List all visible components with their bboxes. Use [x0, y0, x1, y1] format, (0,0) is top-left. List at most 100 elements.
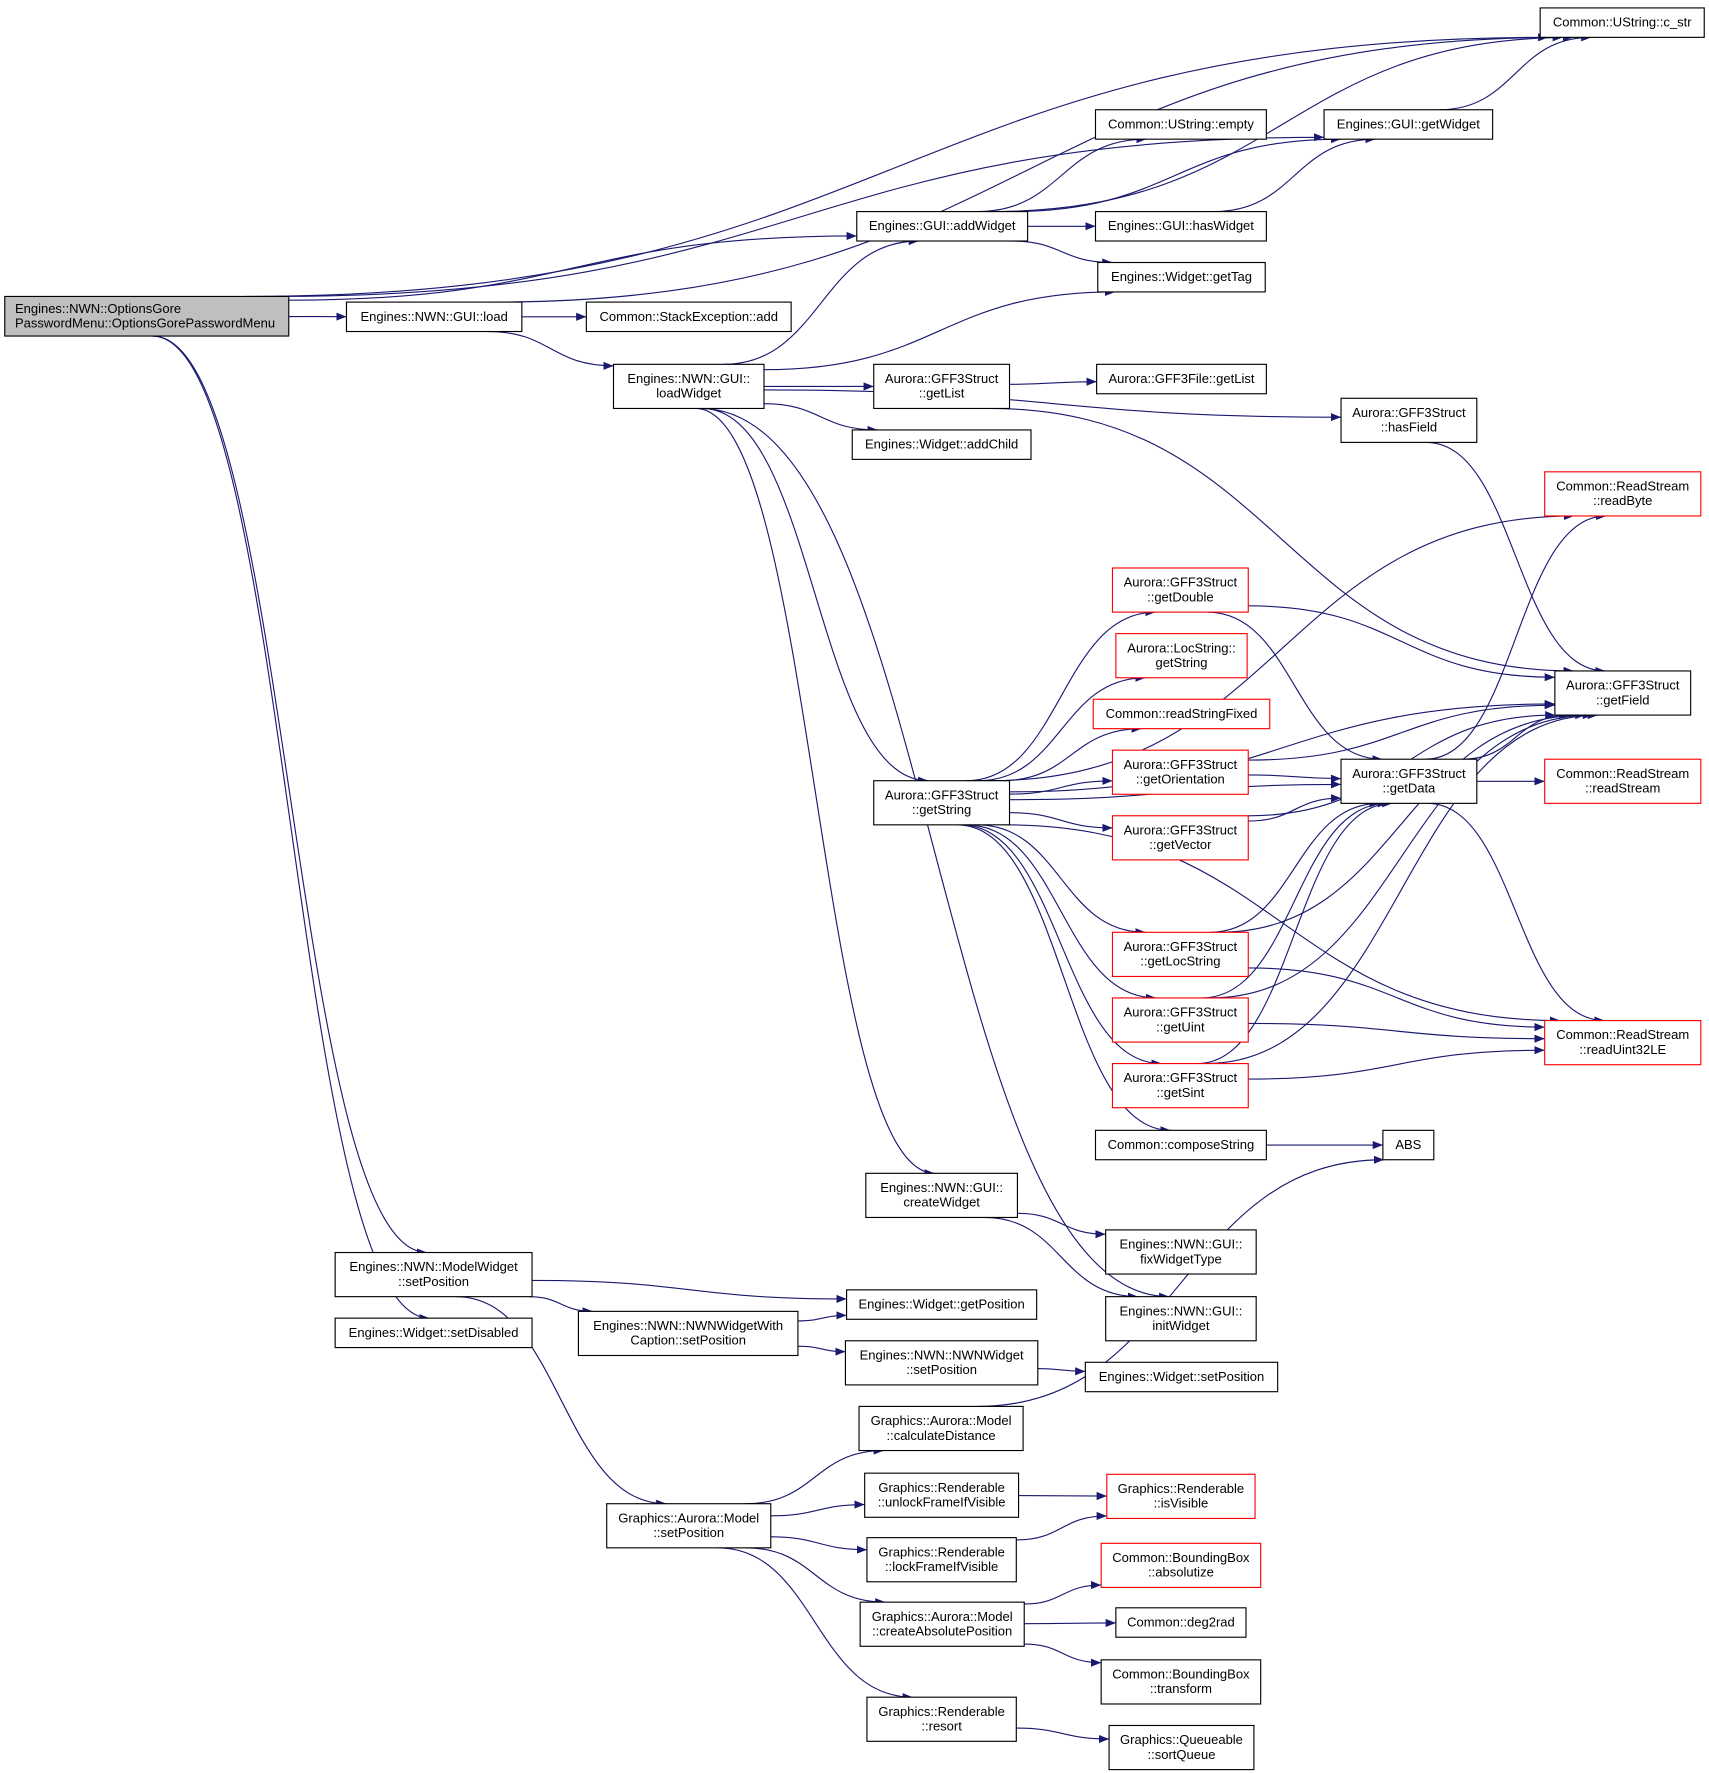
node-composeString[interactable]: Common::composeString — [1094, 1129, 1267, 1161]
node-label: Graphics::Renderable — [1118, 1481, 1244, 1496]
node-label: Engines::GUI::getWidget — [1337, 116, 1480, 131]
node-wcSetPosition[interactable]: Engines::NWN::NWNWidgetWithCaption::setP… — [577, 1310, 799, 1357]
node-modelSetPosition[interactable]: Graphics::Aurora::Model::setPosition — [606, 1503, 772, 1549]
node-addWidget[interactable]: Engines::GUI::addWidget — [856, 211, 1029, 242]
node-label: Engines::GUI::addWidget — [869, 218, 1016, 233]
edge-getString-to-composeString — [957, 824, 1171, 1135]
node-root[interactable]: Engines::NWN::OptionsGorePasswordMenu::O… — [4, 295, 290, 337]
edge-getLocString-to-getField — [1217, 711, 1586, 933]
node-resort[interactable]: Graphics::Renderable::resort — [866, 1696, 1017, 1742]
node-isVisible[interactable]: Graphics::Renderable::isVisible — [1106, 1473, 1256, 1519]
node-getData[interactable]: Aurora::GFF3Struct::getData — [1340, 758, 1478, 804]
node-createAbsPos[interactable]: Graphics::Aurora::Model::createAbsoluteP… — [859, 1601, 1025, 1647]
node-getVector[interactable]: Aurora::GFF3Struct::getVector — [1111, 815, 1249, 861]
node-unlockFrame[interactable]: Graphics::Renderable::unlockFrameIfVisib… — [864, 1472, 1020, 1518]
node-getWidget[interactable]: Engines::GUI::getWidget — [1323, 109, 1494, 140]
node-box — [1105, 1229, 1257, 1275]
node-readStream[interactable]: Common::ReadStream::readStream — [1544, 758, 1702, 804]
node-locGetString[interactable]: Aurora::LocString::getString — [1115, 633, 1248, 679]
node-box — [577, 1310, 799, 1357]
edge-root-to-mwSetPosition — [152, 335, 427, 1257]
edge-mwSetPosition-to-wcSetPosition — [529, 1296, 593, 1316]
node-getTag[interactable]: Engines::Widget::getTag — [1097, 261, 1266, 293]
edges-layer — [152, 33, 1607, 1744]
edge-createWidget-to-fixWidgetType — [1017, 1212, 1106, 1239]
node-label: Common::deg2rad — [1127, 1614, 1235, 1629]
node-initWidget[interactable]: Engines::NWN::GUI::initWidget — [1105, 1296, 1257, 1342]
node-box — [612, 363, 765, 410]
node-label: ::createAbsolutePosition — [872, 1624, 1012, 1639]
node-label: Graphics::Renderable — [878, 1704, 1004, 1719]
node-getField[interactable]: Aurora::GFF3Struct::getField — [1554, 670, 1692, 716]
node-label: ::isVisible — [1154, 1496, 1209, 1511]
node-label: getString — [1155, 655, 1207, 670]
node-label: Graphics::Aurora::Model — [871, 1413, 1012, 1428]
node-label: ::getVector — [1149, 837, 1212, 852]
node-box — [334, 1317, 533, 1349]
edge-createAbsPos-to-transform — [1024, 1643, 1102, 1667]
edge-resort-to-sortQueue — [1016, 1727, 1110, 1744]
edge-loadWidget-to-addChild — [763, 403, 878, 435]
node-getString[interactable]: Aurora::GFF3Struct::getString — [873, 780, 1011, 826]
node-seAdd[interactable]: Common::StackException::add — [585, 301, 792, 333]
node-getLocString[interactable]: Aurora::GFF3Struct::getLocString — [1111, 931, 1249, 978]
node-fixWidgetType[interactable]: Engines::NWN::GUI::fixWidgetType — [1105, 1229, 1257, 1275]
node-readByte[interactable]: Common::ReadStream::readByte — [1544, 471, 1702, 517]
node-ABS[interactable]: ABS — [1382, 1129, 1435, 1161]
node-absolutize[interactable]: Common::BoundingBox::absolutize — [1100, 1542, 1262, 1589]
node-label: Engines::NWN::NWNWidget — [860, 1347, 1024, 1362]
node-label: ::getField — [1596, 692, 1649, 707]
node-getOrientation[interactable]: Aurora::GFF3Struct::getOrientation — [1111, 749, 1249, 795]
node-mwSetPosition[interactable]: Engines::NWN::ModelWidget::setPosition — [334, 1251, 533, 1298]
node-hasField[interactable]: Aurora::GFF3Struct::hasField — [1340, 397, 1478, 443]
node-fileGetList[interactable]: Aurora::GFF3File::getList — [1096, 363, 1267, 395]
node-label: Engines::Widget::setDisabled — [349, 1325, 519, 1340]
node-addChild[interactable]: Engines::Widget::addChild — [851, 429, 1032, 460]
node-transform[interactable]: Common::BoundingBox::transform — [1100, 1659, 1262, 1705]
edge-addWidget-to-empty — [976, 135, 1147, 213]
node-getUint[interactable]: Aurora::GFF3Struct::getUint — [1111, 997, 1249, 1043]
node-c_str[interactable]: Common::UString::c_str — [1539, 7, 1705, 38]
node-load[interactable]: Engines::NWN::GUI::load — [345, 301, 523, 333]
edge-modelSetPosition-to-resort — [717, 1547, 913, 1702]
node-label: ::readByte — [1593, 493, 1652, 508]
node-getSint[interactable]: Aurora::GFF3Struct::getSint — [1111, 1063, 1249, 1109]
node-box — [1340, 758, 1478, 804]
node-label: ::getData — [1383, 781, 1437, 796]
node-readUint32LE[interactable]: Common::ReadStream::readUint32LE — [1544, 1020, 1702, 1066]
node-nwSetPosition[interactable]: Engines::NWN::NWNWidget::setPosition — [844, 1340, 1039, 1386]
node-setDisabled[interactable]: Engines::Widget::setDisabled — [334, 1317, 533, 1349]
edge-getData-to-readByte — [1425, 511, 1607, 760]
node-lockFrame[interactable]: Graphics::Renderable::lockFrameIfVisible — [866, 1537, 1017, 1583]
node-hasWidget[interactable]: Engines::GUI::hasWidget — [1094, 211, 1267, 242]
node-empty[interactable]: Common::UString::empty — [1094, 109, 1267, 140]
node-getPosition[interactable]: Engines::Widget::getPosition — [846, 1289, 1038, 1320]
edge-getString-to-getField — [1009, 699, 1555, 793]
edge-modelSetPosition-to-createAbsPos — [745, 1547, 886, 1607]
edge-createAbsPos-to-absolutize — [1024, 1580, 1102, 1605]
node-calcDistance[interactable]: Graphics::Aurora::Model::calculateDistan… — [858, 1405, 1024, 1452]
edge-getString-to-getSint — [960, 824, 1162, 1068]
node-box — [1097, 261, 1266, 293]
node-label: ::getDouble — [1147, 589, 1214, 604]
node-label: Caption::setPosition — [630, 1333, 746, 1348]
node-label: ::lockFrameIfVisible — [885, 1559, 998, 1574]
node-label: ::setPosition — [398, 1274, 469, 1289]
node-wSetPosition[interactable]: Engines::Widget::setPosition — [1084, 1361, 1279, 1393]
node-label: Common::composeString — [1108, 1137, 1255, 1152]
edge-getString-to-getOrientation — [1009, 776, 1113, 795]
node-getDouble[interactable]: Aurora::GFF3Struct::getDouble — [1111, 567, 1249, 613]
node-readStringFixed[interactable]: Common::readStringFixed — [1092, 698, 1271, 730]
edge-createAbsPos-to-deg2rad — [1024, 1618, 1116, 1628]
node-getList[interactable]: Aurora::GFF3Struct::getList — [873, 363, 1011, 410]
edge-calcDistance-to-ABS — [977, 1155, 1385, 1407]
edge-getSint-to-getData — [1196, 799, 1393, 1065]
node-loadWidget[interactable]: Engines::NWN::GUI::loadWidget — [612, 363, 765, 410]
node-sortQueue[interactable]: Graphics::Queueable::sortQueue — [1108, 1724, 1255, 1771]
edge-wcSetPosition-to-nwSetPosition — [797, 1345, 846, 1356]
node-box — [858, 1405, 1024, 1452]
node-deg2rad[interactable]: Common::deg2rad — [1115, 1607, 1247, 1638]
node-createWidget[interactable]: Engines::NWN::GUI::createWidget — [865, 1172, 1018, 1219]
edge-hasWidget-to-getWidget — [1213, 135, 1376, 213]
edge-getSint-to-getField — [1205, 711, 1598, 1065]
